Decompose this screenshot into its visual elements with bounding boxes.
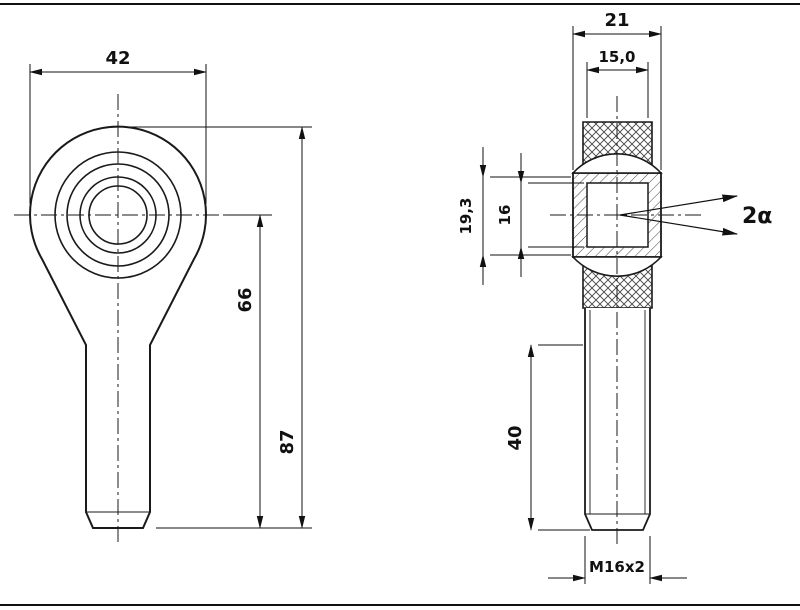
dim-housing-width [572,26,662,170]
dim-center-to-bottom-label: 66 [235,287,256,312]
dim-center-to-bottom [226,214,272,529]
dim-head-width-label: 42 [105,48,130,69]
dim-thread-length [527,344,590,531]
front-view [14,94,232,546]
dim-thread-designation-label: M16x2 [589,558,645,576]
side-thread-minor-lines [589,310,646,514]
dim-bore-label: 16 [496,205,514,226]
sheet-frame [0,3,800,606]
dim-race-height-label: 19,3 [457,197,475,234]
dim-head-width [29,64,207,204]
dim-ball-width-label: 15,0 [598,48,635,66]
side-centerlines [550,96,702,546]
side-view [550,96,702,546]
dim-ball-width [586,62,649,118]
dim-race-height [479,147,571,285]
dim-overall-height-label: 87 [277,429,298,454]
front-centerlines [14,94,232,546]
dim-misalignment-angle-label: 2α [742,204,772,229]
dim-bore [517,153,584,277]
dim-thread-length-label: 40 [505,425,526,450]
dim-housing-width-label: 21 [604,10,629,31]
dim-thread-designation [548,536,687,584]
dim-misalignment-angle [619,194,739,236]
dim-overall-height [126,126,312,529]
front-outer-contour [29,125,207,529]
